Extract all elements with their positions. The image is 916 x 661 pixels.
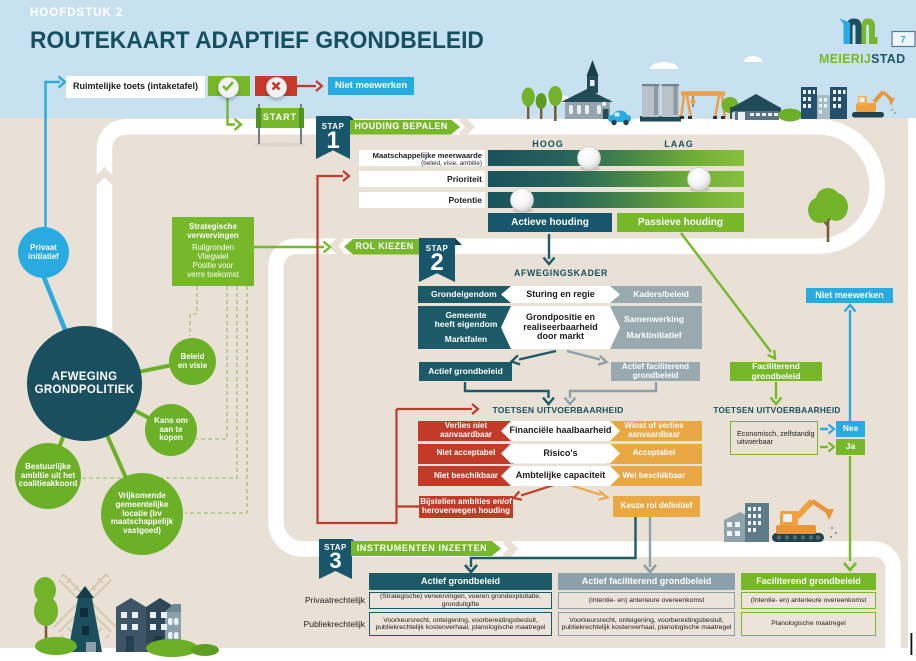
svg-text:7: 7 xyxy=(900,35,905,46)
